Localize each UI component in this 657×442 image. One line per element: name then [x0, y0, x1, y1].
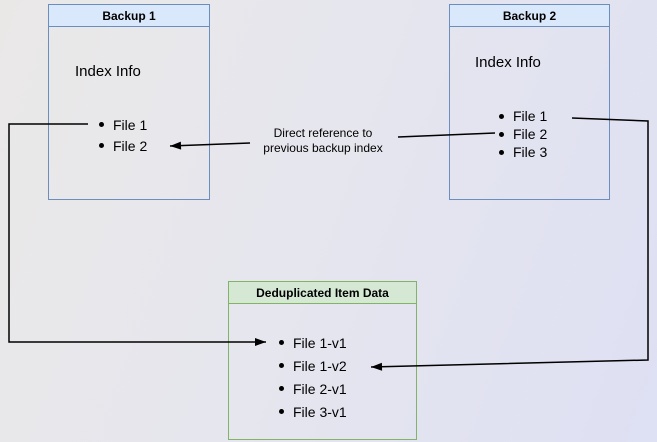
direct-reference-label: Direct reference to previous backup inde… [263, 126, 383, 155]
list-item-label: File 2 [513, 126, 548, 142]
list-item-label: File 2 [113, 137, 148, 154]
dedup-header: Deduplicated Item Data [229, 282, 416, 304]
list-item-label: File 1-v2 [293, 357, 347, 374]
bullet-icon [99, 122, 104, 127]
list-item-label: File 2-v1 [293, 380, 347, 397]
backup1-header: Backup 1 [49, 5, 209, 27]
bullet-icon [499, 131, 504, 137]
backup2-header: Backup 2 [450, 5, 609, 27]
list-item: File 2-v1 [279, 377, 347, 400]
list-item: File 2 [99, 135, 147, 156]
bullet-icon [279, 363, 284, 368]
list-item-label: File 1 [113, 116, 148, 133]
list-item: File 2 [499, 125, 547, 143]
dedup-box: Deduplicated Item Data File 1-v1 File 1-… [228, 281, 417, 440]
backup1-title: Backup 1 [102, 8, 156, 23]
list-item-label: File 1-v1 [293, 334, 347, 351]
backup1-file-list: File 1 File 2 [99, 114, 147, 156]
backup1-index-info-label: Index Info [75, 63, 141, 80]
list-item-label: File 3-v1 [293, 403, 347, 420]
dedup-title: Deduplicated Item Data [256, 285, 389, 300]
backup1-box: Backup 1 Index Info File 1 File 2 [48, 4, 210, 200]
bullet-icon [279, 409, 284, 414]
list-item: File 1 [499, 107, 547, 125]
list-item-label: File 3 [513, 144, 548, 160]
list-item: File 1-v2 [279, 354, 347, 377]
bullet-icon [499, 113, 504, 119]
list-item: File 3-v1 [279, 400, 347, 423]
list-item: File 3 [499, 143, 547, 161]
bullet-icon [499, 149, 504, 155]
bullet-icon [99, 143, 104, 148]
backup2-box: Backup 2 Index Info File 1 File 2 File 3 [449, 4, 610, 200]
list-item-label: File 1 [513, 108, 548, 124]
bullet-icon [279, 340, 284, 345]
dedup-file-list: File 1-v1 File 1-v2 File 2-v1 File 3-v1 [279, 331, 347, 423]
list-item: File 1-v1 [279, 331, 347, 354]
backup2-file-list: File 1 File 2 File 3 [499, 107, 547, 161]
backup2-index-info-label: Index Info [475, 54, 541, 71]
list-item: File 1 [99, 114, 147, 135]
bullet-icon [279, 386, 284, 391]
backup2-title: Backup 2 [502, 8, 557, 23]
